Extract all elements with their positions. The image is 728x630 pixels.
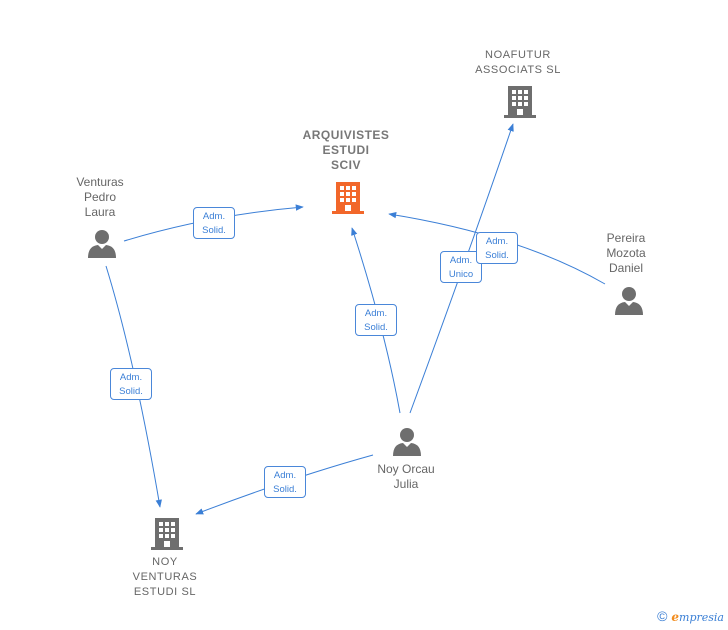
brand-logo-text: mpresia: [679, 611, 724, 624]
node-label-arquivistes[interactable]: ARQUIVISTES ESTUDI SCIV: [302, 128, 390, 172]
edge-label-pereira-arquivistes[interactable]: Adm. Solid.: [476, 232, 518, 264]
role-label: Adm.: [202, 211, 226, 222]
edge-label-noy-orcau-noy-venturas[interactable]: Adm. Solid.: [264, 466, 306, 498]
role-label: Adm.: [485, 236, 509, 247]
node-label-venturas[interactable]: Venturas Pedro Laura: [76, 175, 124, 219]
copyright-symbol: ©: [657, 608, 668, 624]
role-label: Adm.: [119, 372, 143, 383]
edge-label-noy-orcau-arquivistes[interactable]: Adm. Solid.: [355, 304, 397, 336]
person-icon[interactable]: [615, 287, 643, 315]
building-icon[interactable]: [151, 518, 183, 550]
role-label: Solid.: [485, 250, 509, 261]
person-icon[interactable]: [88, 230, 116, 258]
building-icon[interactable]: [504, 86, 536, 118]
edge-label-noy-orcau-noafutur[interactable]: Adm. Unico: [440, 251, 482, 283]
role-label: Unico: [448, 269, 474, 280]
role-label: Adm.: [364, 308, 388, 319]
role-label: Solid.: [273, 484, 297, 495]
edge-label-venturas-noy-venturas[interactable]: Adm. Solid.: [110, 368, 152, 400]
node-label-noy-venturas[interactable]: NOY VENTURAS ESTUDI SL: [132, 556, 198, 598]
role-label: Adm.: [449, 255, 473, 266]
person-icon[interactable]: [393, 428, 421, 456]
role-label: Solid.: [119, 386, 143, 397]
node-label-pereira[interactable]: Pereira Mozota Daniel: [606, 231, 646, 275]
node-label-noafutur[interactable]: NOAFUTUR ASSOCIATS SL: [475, 49, 561, 76]
role-label: Solid.: [364, 322, 388, 333]
role-label: Adm.: [273, 470, 297, 481]
role-label: Solid.: [202, 225, 226, 236]
brand-logo: ©empresia: [657, 608, 724, 624]
brand-logo-e: e: [671, 610, 680, 624]
node-label-noy-orcau[interactable]: Noy Orcau Julia: [377, 462, 435, 491]
building-icon[interactable]: [332, 182, 364, 214]
edge-label-venturas-arquivistes[interactable]: Adm. Solid.: [193, 207, 235, 239]
